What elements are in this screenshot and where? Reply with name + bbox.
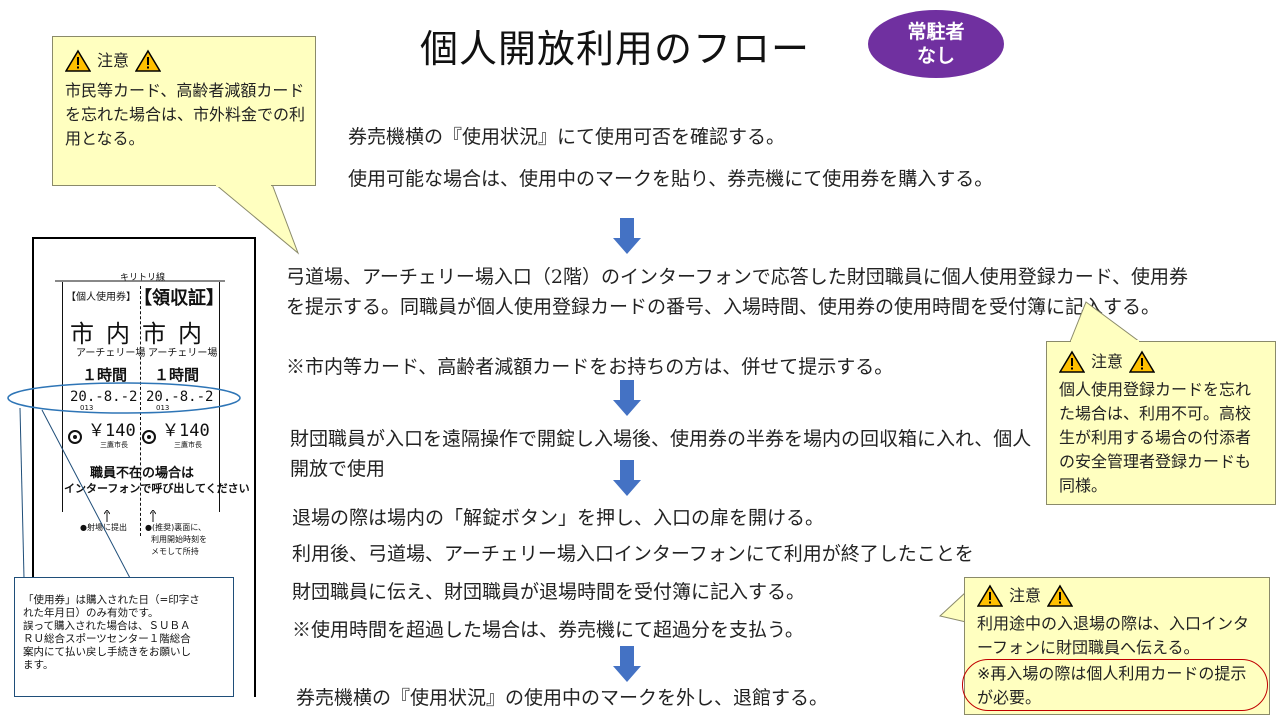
bottom-right-note: 注意 利用途中の入退場の際は、入口インターフォンに財団職員へ伝える。 ※再入場の… bbox=[964, 577, 1270, 715]
city-emblem-icon bbox=[68, 430, 82, 444]
ticket-validity-info: 「使用券」は購入された日（=印字さ れた年月日）のみ有効です。 誤って購入された… bbox=[14, 577, 234, 697]
warning-icon bbox=[1129, 350, 1156, 373]
ticket-left-issuer: 三鷹市長 bbox=[100, 441, 128, 449]
info-line2: れた年月日）のみ有効です。 bbox=[23, 607, 159, 619]
warning-icon bbox=[1059, 350, 1085, 373]
ticket-right-city: 市内 bbox=[142, 320, 214, 348]
ticket-right-date: 20.-8.-2 bbox=[146, 389, 214, 405]
badge-line1: 常駐者 bbox=[907, 21, 965, 43]
top-left-note-body: 市民等カード、高齢者減額カードを忘れた場合は、市外料金での利用となる。 bbox=[65, 81, 306, 148]
ticket-absent-line1: 職員不在の場合は bbox=[90, 466, 195, 481]
date-highlight bbox=[7, 382, 241, 579]
bottom-right-note-head: 注意 bbox=[1009, 586, 1042, 605]
staff-status-badge: 常駐者 なし bbox=[868, 10, 1004, 78]
info-line5: 案内にて払い戻し手続きをお願いし bbox=[23, 646, 191, 658]
step4-line1: 退場の際は場内の「解錠ボタン」を押し、入口の扉を開ける。 bbox=[292, 507, 825, 529]
step4-line4: ※使用時間を超過した場合は、券売機にて超過分を支払う。 bbox=[292, 619, 804, 641]
ticket-right-caption-2: 利用開始時刻を bbox=[151, 535, 207, 544]
up-arrow-icon bbox=[104, 510, 110, 522]
ticket-right-price: ￥140 bbox=[162, 421, 210, 441]
ticket-left-date: 20.-8.-2 bbox=[70, 389, 138, 405]
bottom-right-note-header: 注意 bbox=[977, 584, 1261, 608]
step4-line3: 財団職員に伝え、財団職員が退場時間を受付簿に記入する。 bbox=[292, 581, 806, 603]
ticket-right-caption-1: ●(推奨)裏面に、 bbox=[145, 523, 206, 532]
info-line3: 誤って購入された場合は、ＳＵＢＡ bbox=[23, 620, 191, 632]
ticket-left-price: ￥140 bbox=[88, 421, 136, 441]
step4-line2: 利用後、弓道場、アーチェリー場入口インターフォンにて利用が終了したことを bbox=[292, 543, 974, 565]
step3-text: 財団職員が入口を遠隔操作で開錠し入場後、使用券の半券を場内の回収箱に入れ、個人開… bbox=[290, 428, 1032, 480]
page-title: 個人開放利用のフロー bbox=[420, 27, 811, 71]
ticket-right-code: 013 bbox=[156, 404, 170, 412]
ticket-type-label: 【個人使用券】 bbox=[66, 292, 136, 303]
tail-seam bbox=[1071, 340, 1139, 343]
ticket-left-venue: アーチェリー場 bbox=[76, 348, 146, 359]
ticket-receipt-label: 【領収証】 bbox=[134, 288, 224, 309]
right-note: 注意 個人使用登録カードを忘れた場合は、利用不可。高校生が利用する場合の付添者の… bbox=[1046, 341, 1276, 505]
tail-seam bbox=[216, 184, 271, 187]
right-note-header: 注意 bbox=[1059, 350, 1265, 374]
ticket-right-issuer: 三鷹市長 bbox=[174, 441, 202, 449]
ticket-left-city: 市内 bbox=[70, 320, 142, 348]
info-line1: 「使用券」は購入された日（=印字さ bbox=[23, 594, 200, 606]
step1-line2: 使用可能な場合は、使用中のマークを貼り、券売機にて使用券を購入する。 bbox=[348, 168, 994, 190]
warning-icon bbox=[977, 584, 1003, 607]
right-note-head: 注意 bbox=[1091, 352, 1124, 371]
badge-line2: なし bbox=[916, 45, 955, 67]
warning-icon bbox=[1047, 584, 1074, 607]
flow-arrow-1 bbox=[613, 218, 641, 254]
ticket-perforation bbox=[140, 286, 141, 536]
ticket-left-duration: １時間 bbox=[82, 366, 128, 384]
ticket-cut-label: キリトリ線 bbox=[120, 273, 166, 283]
up-arrow-icon bbox=[150, 510, 156, 522]
flow-arrow-2 bbox=[613, 380, 641, 416]
ticket-frame bbox=[32, 237, 256, 697]
info-line4: ＲＵ総合スポーツセンター１階総合 bbox=[23, 633, 191, 645]
city-emblem-icon bbox=[142, 430, 156, 444]
ticket-body bbox=[62, 282, 220, 512]
top-left-note: 注意 市民等カード、高齢者減額カードを忘れた場合は、市外料金での利用となる。 bbox=[52, 36, 316, 186]
ticket-right-venue: アーチェリー場 bbox=[148, 348, 218, 359]
bottom-right-note-highlight: ※再入場の際は個人利用カードの提示が必要。 bbox=[977, 664, 1247, 707]
ticket-cut-line bbox=[55, 280, 225, 282]
step5-text: 券売機横の『使用状況』の使用中のマークを外し、退館する。 bbox=[296, 687, 829, 709]
right-note-body: 個人使用登録カードを忘れた場合は、利用不可。高校生が利用する場合の付添者の安全管… bbox=[1059, 380, 1252, 495]
highlight-circle bbox=[962, 659, 1268, 711]
flow-arrow-3 bbox=[613, 460, 641, 496]
top-left-note-header: 注意 bbox=[65, 49, 305, 73]
ticket-left-code: 013 bbox=[80, 404, 94, 412]
flow-arrow-4 bbox=[613, 646, 641, 682]
step2-text: 弓道場、アーチェリー場入口（2階）のインターフォンで応答した財団職員に個人使用登… bbox=[286, 266, 1189, 318]
bottom-right-note-body: 利用途中の入退場の際は、入口インターフォンに財団職員へ伝える。 bbox=[977, 614, 1250, 657]
ticket-absent-line2: インターフォンで呼び出してください bbox=[64, 482, 250, 495]
step2-note: ※市内等カード、高齢者減額カードをお持ちの方は、併せて提示する。 bbox=[286, 356, 894, 378]
ticket-right-duration: １時間 bbox=[154, 366, 200, 384]
info-line6: ます。 bbox=[23, 659, 54, 671]
step1-line1: 券売機横の『使用状況』にて使用可否を確認する。 bbox=[348, 126, 786, 148]
ticket-right-caption: ●(推奨)裏面に、 利用開始時刻を メモして所持 bbox=[145, 522, 207, 558]
warning-icon bbox=[65, 49, 91, 72]
warning-icon bbox=[135, 49, 162, 72]
ticket-right-caption-3: メモして所持 bbox=[151, 547, 199, 556]
top-left-note-head: 注意 bbox=[97, 51, 130, 70]
